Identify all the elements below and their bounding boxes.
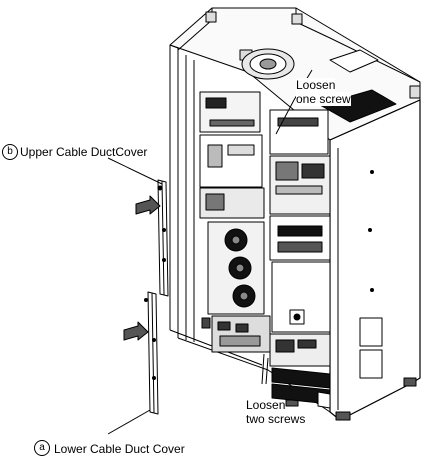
leader-loosen-two-a [261, 353, 265, 385]
leader-upper-cover [107, 157, 163, 185]
loosen-one-line2: one screw [296, 92, 351, 106]
upper-cover-marker: b [2, 144, 18, 160]
upper-cover-label: Upper Cable DuctCover [20, 145, 148, 159]
upper-removal-arrow [135, 195, 161, 215]
loosen-two-line1: Loosen [246, 398, 286, 412]
loosen-one-line1: Loosen [296, 78, 336, 92]
leader-lower-cover [107, 409, 151, 435]
lower-cover-marker: a [34, 440, 50, 456]
leader-loosen-two-b [265, 357, 269, 385]
lower-removal-arrow [123, 321, 149, 341]
lower-cover-label: Lower Cable Duct Cover [54, 442, 185, 456]
loosen-two-line2: two screws [246, 412, 306, 426]
